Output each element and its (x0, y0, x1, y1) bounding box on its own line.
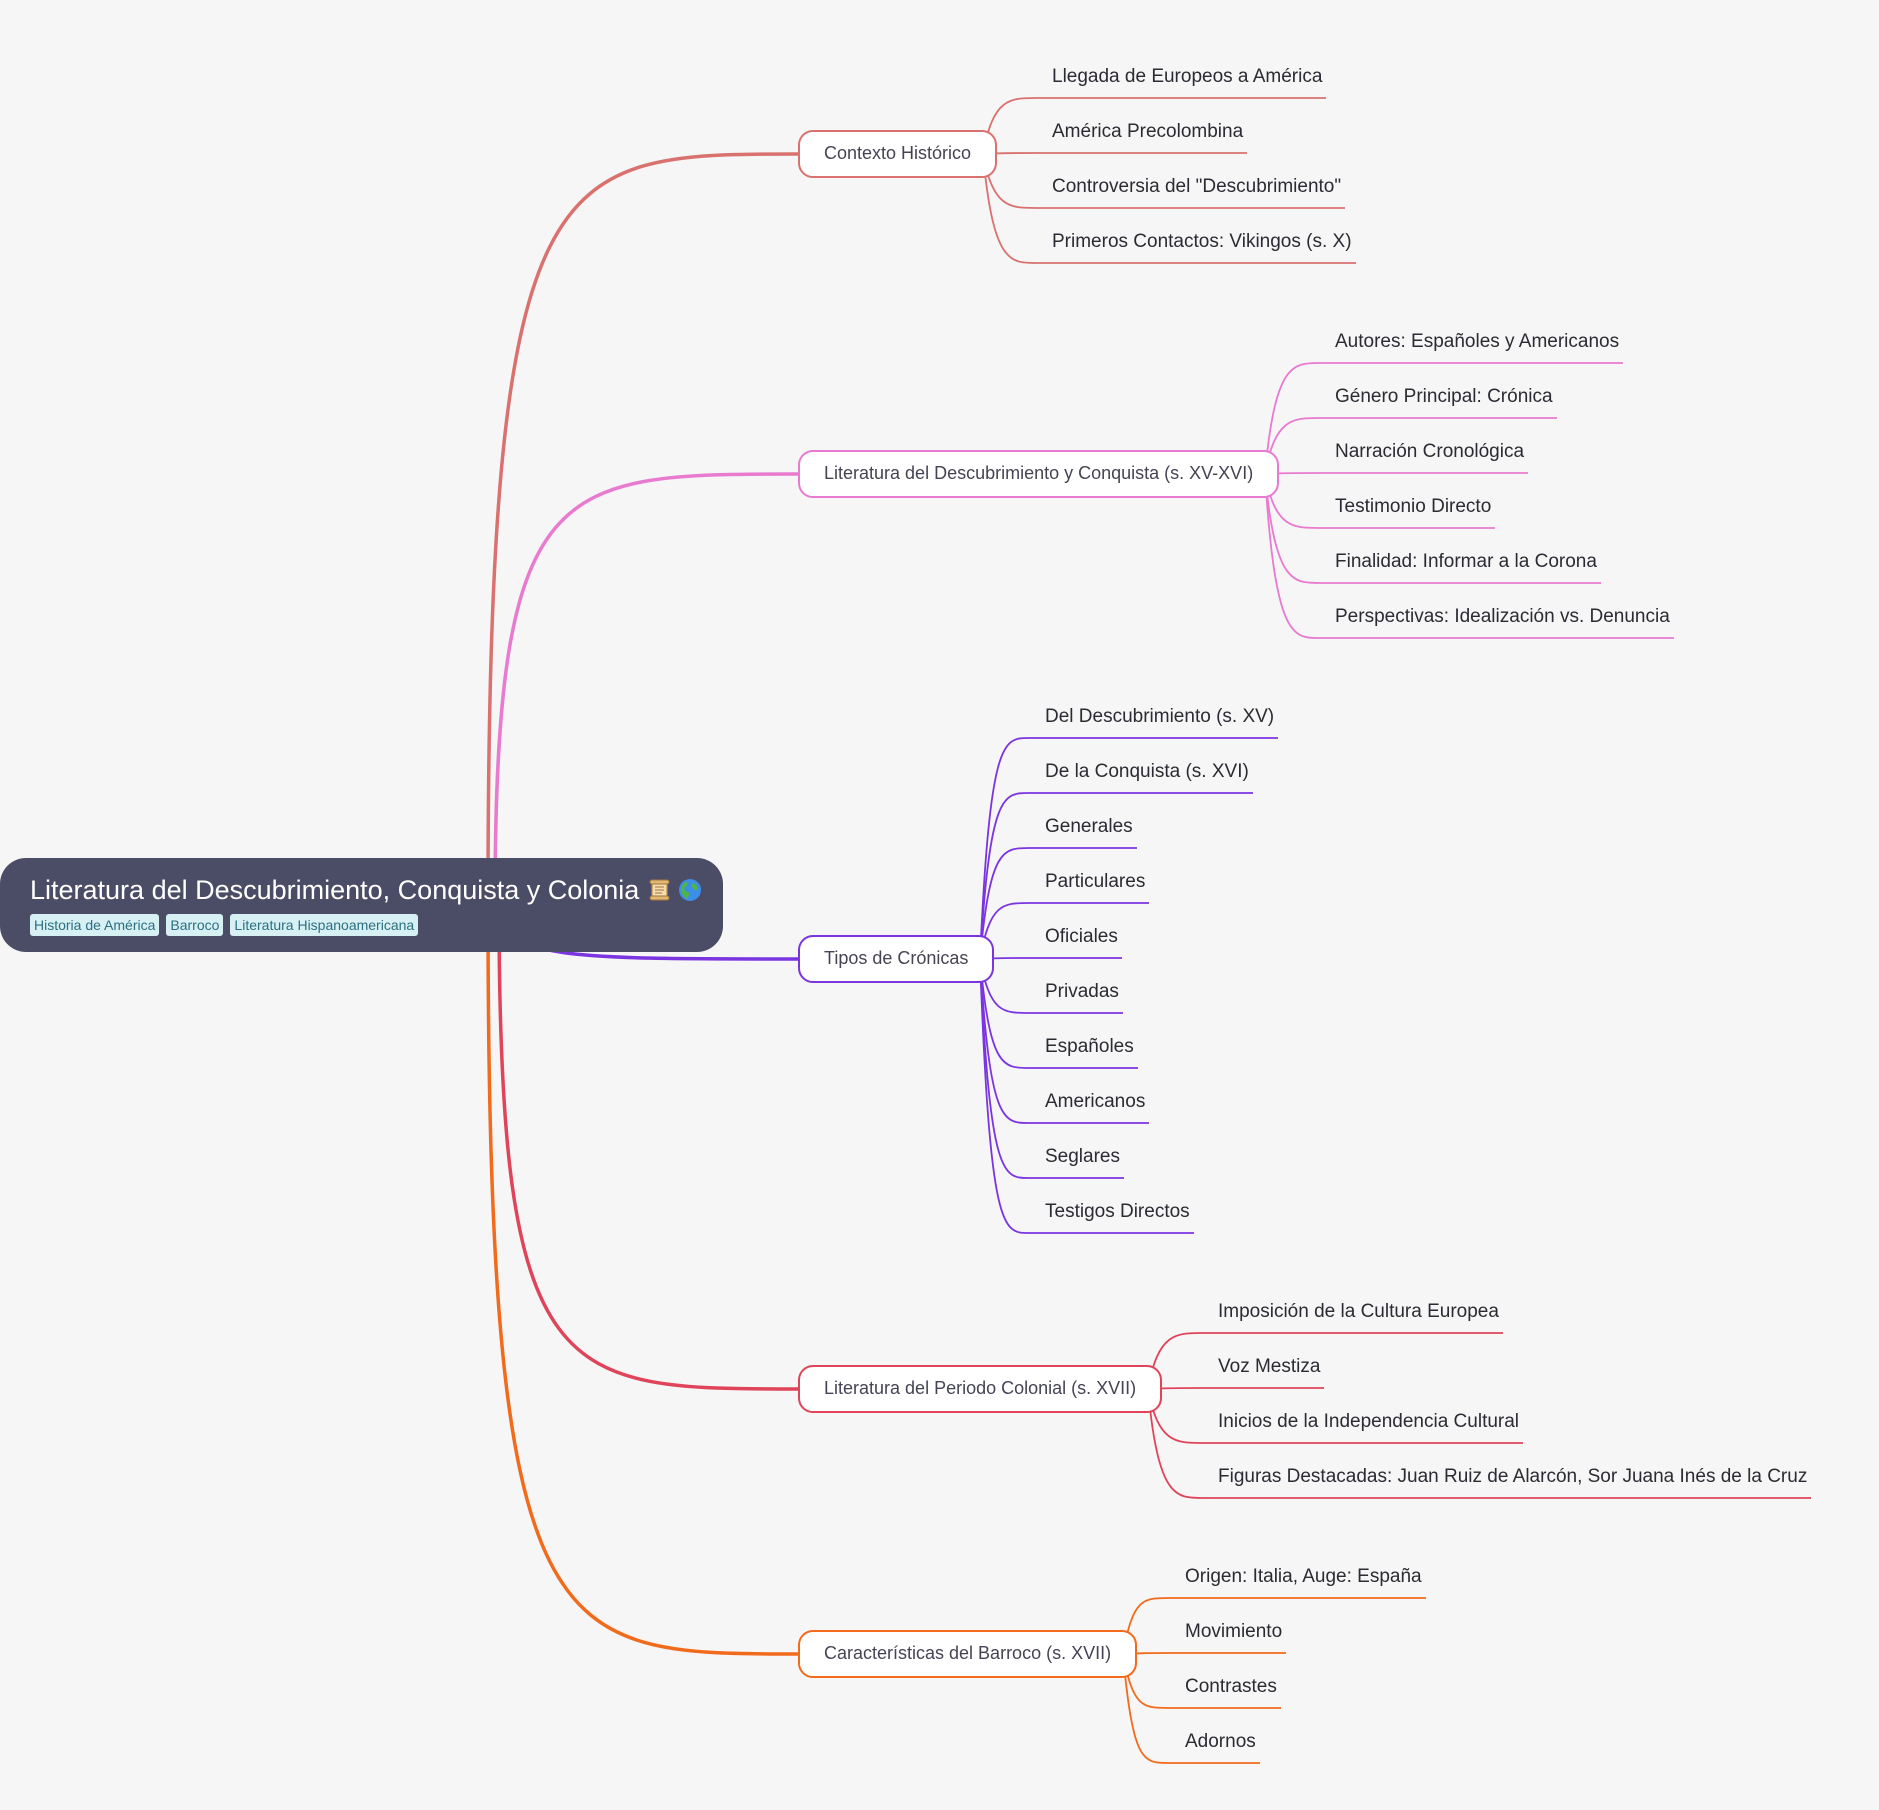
leaf-item[interactable]: Oficiales (1045, 926, 1118, 947)
leaf-connector (1147, 1387, 1324, 1390)
root-icons (647, 877, 703, 903)
scroll-icon (649, 879, 670, 901)
globe-icon (679, 879, 702, 901)
branch-label: Literatura del Periodo Colonial (s. XVII… (824, 1378, 1137, 1398)
branch-label: Literatura del Descubrimiento y Conquist… (824, 463, 1254, 483)
leaf-connector (982, 152, 1247, 155)
leaf-item[interactable]: Perspectivas: Idealización vs. Denuncia (1335, 606, 1670, 627)
root-topic[interactable]: Literatura del Descubrimiento, Conquista… (0, 858, 723, 952)
leaf-connector (1264, 362, 1623, 475)
leaf-item[interactable]: Narración Cronológica (1335, 441, 1525, 462)
root-branch-connector (486, 904, 799, 1656)
leaf-item[interactable]: Testimonio Directo (1335, 496, 1492, 517)
leaf-connector (982, 153, 1356, 264)
leaf-connector (979, 958, 1138, 1069)
root-title: Literatura del Descubrimiento, Conquista… (30, 875, 640, 905)
branch-label: Características del Barroco (s. XVII) (824, 1643, 1112, 1663)
leaf-item[interactable]: Generales (1045, 816, 1133, 837)
tag-historia-de-america[interactable]: Historia de América (30, 914, 160, 936)
branch-descubrimiento-y-conquista[interactable]: Literatura del Descubrimiento y Conquist… (798, 450, 1280, 498)
branch-tipos-de-cronicas[interactable]: Tipos de Crónicas (798, 935, 995, 983)
leaf-connector (979, 957, 1122, 960)
leaf-connector (1264, 473, 1601, 584)
leaf-item[interactable]: Contrastes (1185, 1676, 1277, 1697)
leaf-item[interactable]: Voz Mestiza (1218, 1356, 1321, 1377)
root-tags: Historia de América Barroco Literatura H… (30, 914, 693, 936)
leaf-connector (1122, 1652, 1286, 1655)
tag-barroco[interactable]: Barroco (166, 914, 224, 936)
leaf-connector (1264, 473, 1674, 639)
leaf-connector (1147, 1388, 1811, 1499)
root-branch-connector (497, 904, 799, 1391)
tag-literatura-hispanoamericana[interactable]: Literatura Hispanoamericana (230, 914, 419, 936)
root-title-row: Literatura del Descubrimiento, Conquista… (30, 872, 702, 908)
leaf-connector (979, 792, 1253, 960)
branch-label: Tipos de Crónicas (824, 948, 969, 968)
leaf-item[interactable]: Primeros Contactos: Vikingos (s. X) (1052, 231, 1352, 252)
leaf-connector (1264, 472, 1528, 475)
branch-label: Contexto Histórico (824, 143, 972, 163)
leaf-item[interactable]: Finalidad: Informar a la Corona (1335, 551, 1597, 572)
leaf-connector (979, 737, 1278, 960)
leaf-item[interactable]: Figuras Destacadas: Juan Ruiz de Alarcón… (1218, 1466, 1808, 1487)
leaf-item[interactable]: Particulares (1045, 871, 1146, 892)
leaf-item[interactable]: Seglares (1045, 1146, 1120, 1167)
leaf-item[interactable]: Inicios de la Independencia Cultural (1218, 1411, 1520, 1432)
leaf-connector (979, 958, 1149, 1124)
leaf-item[interactable]: Del Descubrimiento (s. XV) (1045, 706, 1275, 727)
leaf-connector (1147, 1332, 1503, 1390)
leaf-item[interactable]: Españoles (1045, 1036, 1134, 1057)
branch-periodo-colonial[interactable]: Literatura del Periodo Colonial (s. XVII… (798, 1365, 1163, 1413)
root-branch-connector (486, 152, 799, 906)
leaf-item[interactable]: Americanos (1045, 1091, 1146, 1112)
branch-caracteristicas-del-barroco[interactable]: Características del Barroco (s. XVII) (798, 1630, 1138, 1678)
leaf-item[interactable]: De la Conquista (s. XVI) (1045, 761, 1249, 782)
leaf-connector (979, 958, 1124, 1179)
branch-contexto-historico[interactable]: Contexto Histórico (798, 130, 998, 178)
leaf-item[interactable]: Movimiento (1185, 1621, 1283, 1642)
leaf-item[interactable]: Llegada de Europeos a América (1052, 66, 1323, 87)
leaf-item[interactable]: América Precolombina (1052, 121, 1244, 142)
leaf-item[interactable]: Controversia del "Descubrimiento" (1052, 176, 1342, 197)
leaf-item[interactable]: Origen: Italia, Auge: España (1185, 1566, 1422, 1587)
leaf-item[interactable]: Imposición de la Cultura Europea (1218, 1301, 1499, 1322)
leaf-connector (979, 847, 1137, 960)
leaf-item[interactable]: Privadas (1045, 981, 1119, 1002)
leaf-connector (1122, 1653, 1260, 1764)
leaf-item[interactable]: Adornos (1185, 1731, 1256, 1752)
leaf-connector (979, 958, 1194, 1234)
leaf-item[interactable]: Autores: Españoles y Americanos (1335, 331, 1620, 352)
leaf-item[interactable]: Testigos Directos (1045, 1201, 1190, 1222)
root-branch-connector (493, 472, 799, 906)
leaf-item[interactable]: Género Principal: Crónica (1335, 386, 1553, 407)
